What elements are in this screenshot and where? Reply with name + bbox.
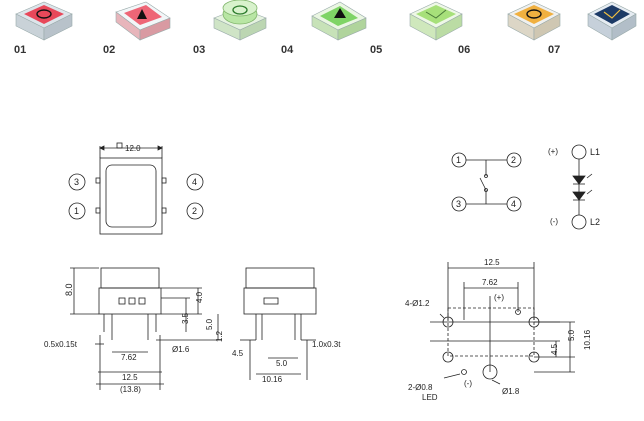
power-icon [526,9,542,19]
dim-5-0: 5.0 [276,359,288,368]
power-icon [36,9,52,19]
product-label-04: 04 [281,44,294,56]
dim-1-2: 1.2 [215,330,224,342]
sw-pin-3: 3 [456,199,461,209]
pcb-v-5: 5.0 [567,329,576,341]
dim-5: 5.0 [205,318,214,330]
dim-3-5: 3.5 [181,312,190,324]
product-label-02: 02 [103,44,116,56]
pcb-minus: (-) [464,379,472,388]
product-02-image [115,1,171,41]
product-01-image [15,1,73,41]
side-view-front [70,267,222,390]
pin-2-label: 2 [192,206,197,216]
envelope-icon [425,9,447,19]
triangle-icon [334,8,346,18]
product-07-image [587,1,637,41]
product-label-06: 06 [458,44,471,56]
pin-4-label: 4 [192,177,197,187]
pcb-holes: 4-Ø1.2 [405,299,430,308]
l1-label: L1 [590,147,600,157]
width-12-5: 12.5 [122,373,138,382]
led-schematic [571,144,593,230]
triangle-icon [137,9,147,19]
led-minus: (-) [550,217,558,226]
width-10-16: 10.16 [262,375,283,384]
switch-schematic [451,152,522,212]
sw-pin-2: 2 [511,155,516,165]
drawing-labels: 12.0 3 4 1 2 1 2 3 4 (+) (-) L1 L2 8.0 4… [44,144,600,402]
height-8: 8.0 [64,283,74,296]
pcb-layout [430,262,575,385]
top-view [68,142,204,235]
pcb-v-10-16: 10.16 [583,329,592,350]
pitch-7-62: 7.62 [121,353,137,362]
sw-pin-4: 4 [511,199,516,209]
led-plus: (+) [548,147,558,156]
width-13-8: (13.8) [120,385,141,394]
pcb-led: LED [422,393,438,402]
l2-label: L2 [590,217,600,227]
pin-size-left: 0.5x0.15t [44,340,78,349]
product-label-05: 05 [370,44,383,56]
pin-3-label: 3 [74,177,79,187]
envelope-icon [603,9,621,19]
product-label-01: 01 [14,44,27,56]
dim-4: 4.0 [195,291,204,303]
hole-1-6: Ø1.6 [172,345,190,354]
product-04-image [311,1,367,41]
pin-size-right: 1.0x0.3t [312,340,341,349]
top-width-dim: 12.0 [125,144,141,153]
product-label-07: 07 [548,44,561,56]
pcb-led-holes: 2-Ø0.8 [408,383,433,392]
side-view-side [240,267,317,380]
sw-pin-1: 1 [456,155,461,165]
product-images [15,0,637,41]
dim-4-5: 4.5 [232,349,244,358]
product-06-image [507,1,561,41]
pcb-pitch: 7.62 [482,278,498,287]
product-05-image [409,1,463,41]
product-03-image [213,0,267,41]
pcb-post: Ø1.8 [502,387,520,396]
ring-icon [232,5,248,15]
pin-1-label: 1 [74,206,79,216]
product-gallery: 01 02 03 04 05 06 07 [0,0,644,70]
pcb-width: 12.5 [484,258,500,267]
pcb-plus: (+) [494,293,504,302]
product-label-03: 03 [193,44,206,56]
pcb-v-4-5: 4.5 [550,343,559,355]
